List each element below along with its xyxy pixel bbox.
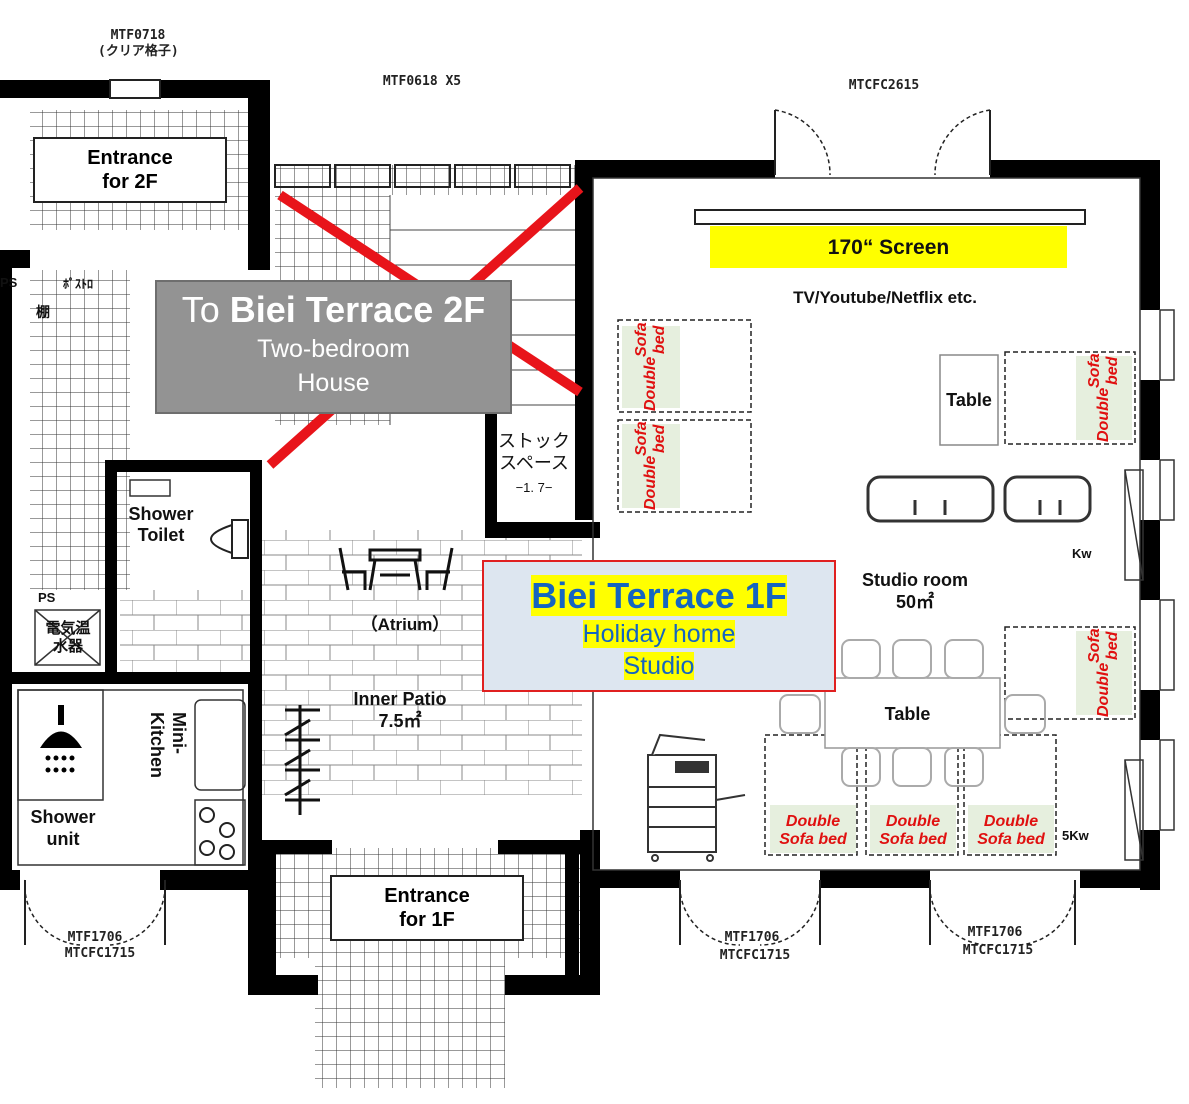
second-floor-line3: House [297, 369, 370, 397]
door-code-br-b: MTCFC1715 [962, 943, 1034, 958]
postbox-mark: ﾎﾟｽﾄﾛ [63, 277, 94, 291]
entrance-2f-line2: for 2F [102, 171, 158, 193]
sofa-bed-line1: Double [885, 813, 941, 830]
first-floor-line2: Holiday home [582, 620, 736, 648]
second-floor-line2: Two-bedroom [257, 335, 410, 363]
first-floor-name: Biei Terrace 1F [531, 575, 787, 616]
entrance-1f-line2: for 1F [399, 909, 455, 931]
sink-icon [129, 479, 171, 497]
door-code-bl-a: MTF1706 [67, 930, 123, 945]
inner-patio-label: Inner Patio 7.5㎡ [330, 688, 470, 732]
mini-kitchen-label: Mini- Kitchen [130, 712, 190, 812]
sofa-bed-line2: Sofa bed [1086, 353, 1121, 389]
sofa-bed-line1: Double [1095, 663, 1112, 718]
sofa-bed-line2: Sofa bed [633, 421, 668, 457]
entrance-2f-label: Entrance for 2F [33, 137, 227, 203]
inner-patio-line2: 7.5㎡ [378, 711, 422, 731]
shower-toilet-label: Shower Toilet [115, 504, 207, 546]
sofa-bed-line2: Sofa bed [879, 831, 947, 848]
sofa-bed-right-2: Double Sofa bed [1076, 628, 1132, 718]
sofa-bed-line2: Sofa bed [779, 831, 847, 848]
table-bottom-shape [824, 677, 1001, 749]
shower-unit-line1: Shower [30, 807, 96, 827]
sofa-bed-line1: Double [1095, 388, 1112, 443]
kw5-mark: 5Kw [1062, 828, 1089, 843]
sofa-bed-line2: Sofa bed [1086, 628, 1121, 664]
door-code-bm-a: MTF1706 [724, 930, 780, 945]
sofa-bed-bottom-1: Double Sofa bed [770, 805, 856, 853]
patio-furniture-icon [338, 547, 454, 591]
stock-line2: スペース [499, 453, 569, 473]
window-code-top: MTF0618 X5 [382, 74, 462, 89]
mini-kitchen-line1: Mini- [169, 712, 189, 754]
corridor-tiles [120, 590, 260, 675]
sofa-bed-bottom-2: Double Sofa bed [870, 805, 956, 853]
sofa-bed-line1: Double [983, 813, 1039, 830]
sofa-bed-left-1: Double Sofa bed [622, 322, 680, 412]
stock-line3: −1. 7− [515, 480, 553, 495]
ps-mark-mid: PS [38, 590, 56, 605]
kw-mark: Kw [1072, 546, 1092, 561]
door-code-bl-b: MTCFC1715 [64, 946, 136, 961]
sofa-bed-left-2: Double Sofa bed [622, 421, 680, 511]
sofa-bed-bottom-3: Double Sofa bed [968, 805, 1054, 853]
shower-unit-line2: unit [46, 829, 80, 849]
window-code-top-left-note: (クリア格子) [98, 44, 179, 59]
stock-line1: ストック [498, 431, 570, 451]
door-code-br-a: MTF1706 [967, 925, 1023, 940]
entrance-steps [315, 958, 505, 1088]
shelf-mark: 棚 [36, 304, 50, 320]
screen-bar [694, 209, 1086, 225]
top-window-grid [275, 165, 575, 195]
table-bottom-label: Table [884, 704, 931, 724]
studio-room-label: Studio room 50㎡ [845, 569, 985, 613]
window-code-top-left: MTF0718 [110, 28, 166, 43]
sofa-bed-line2: Sofa bed [977, 831, 1045, 848]
second-floor-banner[interactable]: To Biei Terrace 2F Two-bedroom House [155, 280, 512, 414]
shower-unit-label: Shower unit [20, 806, 106, 850]
second-floor-name: Biei Terrace 2F [229, 289, 486, 330]
screen [710, 226, 1067, 268]
sofa-bed-line2: Sofa bed [633, 322, 668, 358]
stock-space-label: ストック スペース −1. 7− [496, 430, 572, 502]
sofa-bed-right-1: Double Sofa bed [1076, 353, 1132, 443]
atrium-label: （Atrium） [360, 615, 450, 634]
printer-icon [647, 733, 746, 862]
table-top-label: Table [946, 390, 992, 410]
first-floor-line3: Studio [623, 652, 695, 680]
screen-sub-label: TV/Youtube/Netflix etc. [793, 288, 977, 307]
shower-toilet-line1: Shower [128, 504, 194, 524]
ps-mark-top: PS [0, 275, 18, 290]
sofa-bed-line1: Double [642, 456, 659, 511]
patio-bench-icon [284, 705, 320, 815]
door-code-bm-b: MTCFC1715 [719, 948, 791, 963]
door-code-top-right: MTCFC2615 [848, 78, 920, 93]
shower-toilet-line2: Toilet [137, 525, 185, 545]
sofa-bed-line1: Double [785, 813, 841, 830]
toilet-icon [210, 519, 249, 559]
sofa-bed-line1: Double [642, 357, 659, 412]
screen-label: 170“ Screen [827, 236, 950, 259]
shower-icon [40, 705, 82, 773]
water-heater-mark: 電気温水器 [45, 620, 91, 655]
second-floor-prefix: To [181, 289, 230, 330]
studio-room-line1: Studio room [862, 570, 968, 590]
mini-kitchen-line2: Kitchen [147, 712, 167, 779]
entrance-1f-line1: Entrance [384, 885, 470, 907]
inner-patio-line1: Inner Patio [353, 689, 447, 709]
entrance-2f-line1: Entrance [87, 147, 173, 169]
studio-room-line2: 50㎡ [895, 592, 935, 612]
entrance-1f-label: Entrance for 1F [330, 875, 524, 941]
first-floor-banner[interactable]: Biei Terrace 1F Holiday home Studio [482, 560, 836, 692]
table-top-shape [939, 354, 999, 446]
